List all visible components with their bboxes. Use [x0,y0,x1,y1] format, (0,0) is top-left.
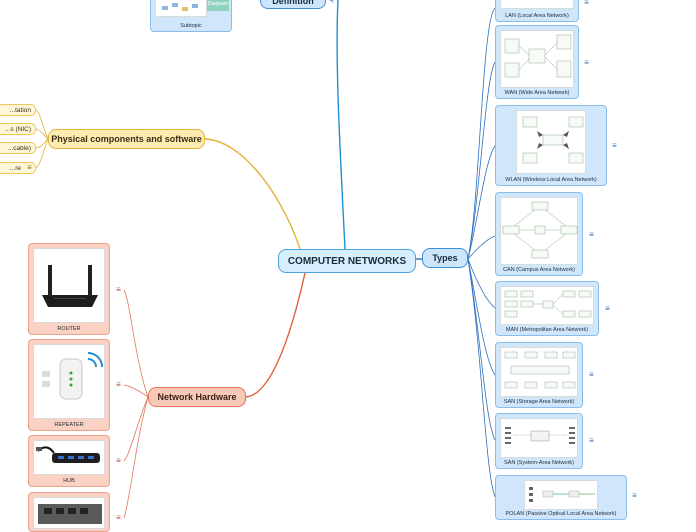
hardware-card-repeater[interactable]: REPEATER [28,339,110,431]
type-card-san-system[interactable]: SAN (System-Area Network) [495,413,583,469]
note-icon[interactable]: ≡ [589,436,594,445]
physical-item-cable[interactable]: ...cable) [0,142,36,154]
wan-diagram-shapes [504,34,572,78]
router-image [33,248,105,323]
type-card-can[interactable]: CAN (Campus Area Network) [495,192,583,276]
hub-caption: HUB [63,478,75,484]
polan-caption: POLAN (Passive Optical Local Area Networ… [505,511,617,517]
can-diagram-shapes [502,201,578,259]
subtopic-image [155,0,207,17]
type-card-lan[interactable]: LAN (Local Area Network) [495,0,579,22]
can-diagram [500,197,578,265]
switch-image [33,497,105,529]
man-diagram-shapes [504,290,592,318]
wan-diagram [500,30,574,88]
type-card-san-storage[interactable]: SAN (Storage Area Network) [495,342,583,408]
q-icon[interactable]: Q [329,0,334,3]
note-icon[interactable]: ≡ [116,456,121,465]
note-icon[interactable]: ≡ [589,230,594,239]
types-topic[interactable]: Types [422,248,468,268]
diagram-label: Diagram [207,0,229,11]
note-icon[interactable]: ≡ [27,163,32,172]
note-icon[interactable]: ≡ [116,513,121,522]
physical-item-nic[interactable]: ...s (NIC) [0,123,36,135]
note-icon[interactable]: ≡ [584,0,589,7]
physical-item-workstation[interactable]: ...tation [0,104,36,116]
repeater-icon [42,352,103,400]
man-caption: MAN (Metropolitan Area Network) [505,327,589,333]
wlan-diagram-shapes [522,116,584,164]
hub-icon [36,446,100,463]
san-storage-caption: SAN (Storage Area Network) [503,399,575,405]
mindmap-connectors [35,0,496,519]
san-system-diagram-shapes [505,427,575,444]
note-icon[interactable]: ≡ [584,58,589,67]
type-card-polan[interactable]: POLAN (Passive Optical Local Area Networ… [495,475,627,520]
repeater-image [33,344,105,419]
type-card-wan[interactable]: WAN (Wide Area Network) [495,25,579,99]
san-system-diagram [500,418,578,458]
san-storage-diagram [500,347,578,397]
physical-item-software[interactable]: ...re [0,162,36,174]
wlan-diagram [516,110,586,174]
note-icon[interactable]: ≡ [116,285,121,294]
type-card-man[interactable]: MAN (Metropolitan Area Network) [495,281,599,336]
subtopic-caption: Subtopic [180,23,202,29]
definition-subtopic-card[interactable]: Diagram Subtopic [150,0,232,32]
definition-topic[interactable]: Definition [260,0,326,9]
san-system-caption: SAN (System-Area Network) [504,460,574,466]
hardware-card-router[interactable]: ROUTER [28,243,110,335]
central-topic[interactable]: COMPUTER NETWORKS [278,249,416,273]
note-icon[interactable]: ≡ [605,304,610,313]
wan-caption: WAN (Wide Area Network) [504,90,570,96]
type-card-wlan[interactable]: WLAN (Wireless Local Area Network) [495,105,607,186]
router-caption: ROUTER [57,326,81,332]
note-icon[interactable]: ≡ [612,141,617,150]
repeater-caption: REPEATER [54,422,84,428]
hardware-card-switch[interactable] [28,492,110,532]
note-icon[interactable]: ≡ [632,491,637,500]
polan-diagram [524,480,598,510]
note-icon[interactable]: ≡ [116,380,121,389]
note-icon[interactable]: ≡ [589,370,594,379]
wlan-caption: WLAN (Wireless Local Area Network) [505,177,597,183]
network-hardware-topic[interactable]: Network Hardware [148,387,246,407]
lan-caption: LAN (Local Area Network) [505,13,569,19]
router-icon [42,265,98,307]
physical-components-topic[interactable]: Physical components and software [48,129,205,149]
polan-diagram-shapes [529,487,595,502]
lan-diagram [500,0,574,9]
man-diagram [500,286,594,325]
hardware-card-hub[interactable]: HUB [28,435,110,487]
can-caption: CAN (Campus Area Network) [503,267,575,273]
san-storage-diagram-shapes [504,351,576,389]
switch-icon [38,504,102,524]
hub-image [33,440,105,475]
